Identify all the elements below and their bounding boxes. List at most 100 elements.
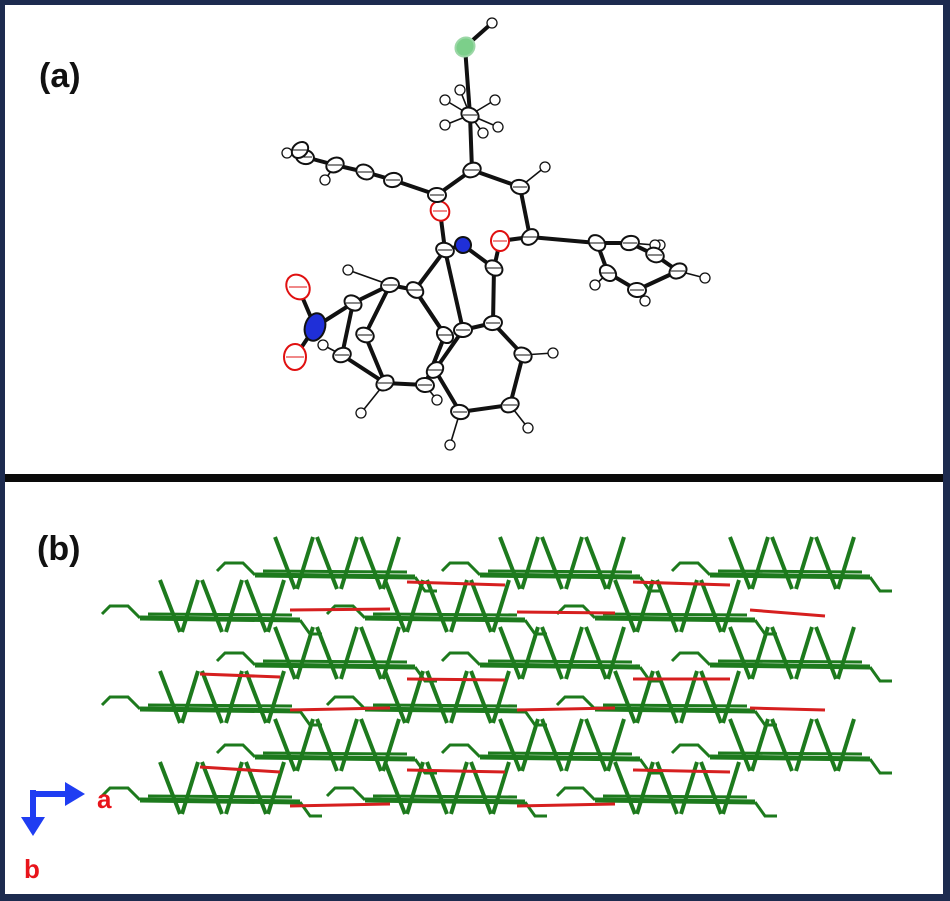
stacking-contact-5 <box>199 672 281 679</box>
molecule-side-chain-right <box>413 666 437 683</box>
molecule-ring-stroke <box>584 626 608 680</box>
molecule-backbone <box>364 615 526 623</box>
packed-molecule-15 <box>100 761 322 818</box>
molecule-ring-stroke <box>540 626 564 680</box>
molecule-backbone <box>254 662 416 670</box>
molecule-ring-stroke <box>606 536 626 590</box>
molecule-ring-stroke <box>836 718 856 772</box>
hydrogen-atom-15 <box>431 394 443 406</box>
panel-a-molecular-structure: (a) <box>5 5 943 474</box>
molecule-ring-stroke <box>520 536 540 590</box>
molecule-ring-stroke <box>721 670 741 724</box>
molecule-ring-stroke <box>273 536 297 590</box>
stacking-contact-15 <box>516 802 616 808</box>
molecule-ring-stroke <box>728 718 752 772</box>
molecule-ring-stroke <box>794 718 814 772</box>
molecule-backbone <box>594 706 756 714</box>
molecule-backbone-upper <box>487 751 633 756</box>
packed-molecule-4 <box>325 579 547 636</box>
molecule-ring-stroke <box>540 536 564 590</box>
molecule-ring-stroke <box>339 718 359 772</box>
molecule-ring-stroke <box>584 718 608 772</box>
molecule-backbone <box>364 797 526 805</box>
molecule-ring-stroke <box>491 761 511 815</box>
stacking-contact-13 <box>632 768 731 774</box>
molecule-ring-stroke <box>498 536 522 590</box>
molecule-ring-stroke <box>359 626 383 680</box>
molecule-backbone-upper <box>147 612 293 617</box>
packed-molecule-12 <box>215 718 437 775</box>
hydrogen-atom-1 <box>489 94 501 106</box>
molecule-ring-stroke <box>469 761 493 815</box>
molecule-backbone-upper <box>487 569 633 574</box>
molecule-ring-stroke <box>814 626 838 680</box>
molecule-ring-stroke <box>383 761 407 815</box>
molecule-ring-stroke <box>244 579 268 633</box>
molecule-ring-stroke <box>180 579 200 633</box>
bond-0 <box>463 45 472 117</box>
molecule-ring-stroke <box>266 670 286 724</box>
molecule-side-chain-left <box>215 651 257 667</box>
packed-molecule-1 <box>440 536 662 593</box>
molecule-side-chain-left <box>100 604 142 620</box>
molecule-side-chain-right <box>753 801 777 818</box>
molecule-side-chain-left <box>555 695 597 711</box>
molecule-ring-stroke <box>814 536 838 590</box>
molecule-ring-stroke <box>606 718 626 772</box>
molecule-ring-stroke <box>381 626 401 680</box>
molecule-ring-stroke <box>520 718 540 772</box>
stacking-contact-6 <box>406 677 506 682</box>
molecule-side-chain-left <box>325 695 367 711</box>
molecule-ring-stroke <box>224 579 244 633</box>
molecule-backbone-upper <box>262 659 408 664</box>
axis-arrows-icon <box>21 782 85 836</box>
bond-26 <box>363 283 392 337</box>
stacking-contact-4 <box>749 608 826 618</box>
molecule-ring-stroke <box>699 761 723 815</box>
molecule-backbone-upper <box>602 703 748 708</box>
molecule-backbone-upper <box>262 569 408 574</box>
molecule-ring-stroke <box>679 579 699 633</box>
molecule-ring-stroke <box>836 536 856 590</box>
stacking-contact-10 <box>749 706 826 712</box>
molecule-ring-stroke <box>339 626 359 680</box>
molecule-ring-stroke <box>564 626 584 680</box>
molecule-ring-stroke <box>315 626 339 680</box>
molecule-ring-stroke <box>794 626 814 680</box>
molecule-ring-stroke <box>158 761 182 815</box>
molecule-side-chain-left <box>440 743 482 759</box>
atom-n-n2 <box>303 312 327 342</box>
packed-molecule-11 <box>555 670 777 727</box>
molecule-side-chain-right <box>868 758 892 775</box>
packed-molecule-3 <box>100 579 322 636</box>
bond-41 <box>340 301 355 357</box>
molecule-backbone-upper <box>147 794 293 799</box>
molecule-backbone <box>254 572 416 580</box>
bond-17 <box>528 235 599 245</box>
molecule-backbone-upper <box>487 659 633 664</box>
molecule-ring-stroke <box>584 536 608 590</box>
molecule-ring-stroke <box>613 579 637 633</box>
molecule-backbone-upper <box>262 751 408 756</box>
molecule-ring-stroke <box>564 536 584 590</box>
molecule-ring-stroke <box>244 670 268 724</box>
molecule-backbone <box>254 754 416 762</box>
packed-molecule-14 <box>670 718 892 775</box>
molecule-ring-stroke <box>383 670 407 724</box>
hydrogen-atom-17 <box>342 264 354 276</box>
molecule-backbone-upper <box>372 703 518 708</box>
molecule-ring-stroke <box>295 718 315 772</box>
molecule-backbone <box>594 797 756 805</box>
molecule-ring-stroke <box>266 579 286 633</box>
molecule-backbone-upper <box>372 794 518 799</box>
molecule-ring-stroke <box>498 626 522 680</box>
figure-frame: (a) (b) a b <box>5 5 943 894</box>
molecule-backbone <box>479 572 641 580</box>
stacking-contact-8 <box>289 706 391 712</box>
hydrogen-atom-10 <box>589 279 601 291</box>
packing-diagram <box>100 536 892 818</box>
molecule-ring-stroke <box>564 718 584 772</box>
hydrogen-atom-4 <box>454 84 466 96</box>
atom-n-n1 <box>454 236 472 254</box>
molecule-ring-stroke <box>359 536 383 590</box>
